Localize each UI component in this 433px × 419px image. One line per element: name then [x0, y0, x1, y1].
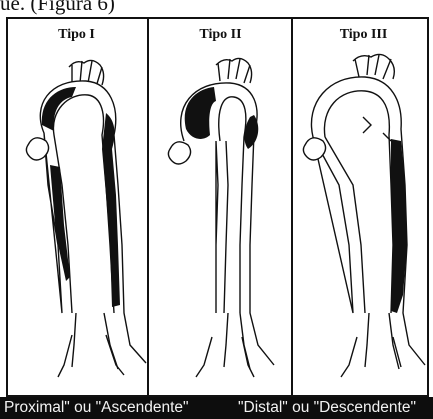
aorta-diagram-tipo-1	[6, 45, 147, 395]
panel-title-tipo-3: Tipo III	[293, 27, 433, 43]
cut-off-caption-text: ue. (Figura 6)	[0, 0, 115, 15]
panel-title-tipo-1: Tipo I	[6, 27, 147, 43]
bottom-label-bar: Proximal" ou "Ascendente" "Distal" ou "D…	[0, 397, 433, 419]
panel-title-tipo-2: Tipo II	[150, 27, 291, 43]
distal-descendente-label: "Distal" ou "Descendente"	[238, 397, 416, 419]
panel-divider-1	[147, 17, 149, 397]
aorta-diagram-tipo-2	[150, 45, 291, 395]
aorta-diagram-tipo-3	[293, 45, 433, 395]
proximal-ascendente-label: Proximal" ou "Ascendente"	[4, 397, 189, 419]
